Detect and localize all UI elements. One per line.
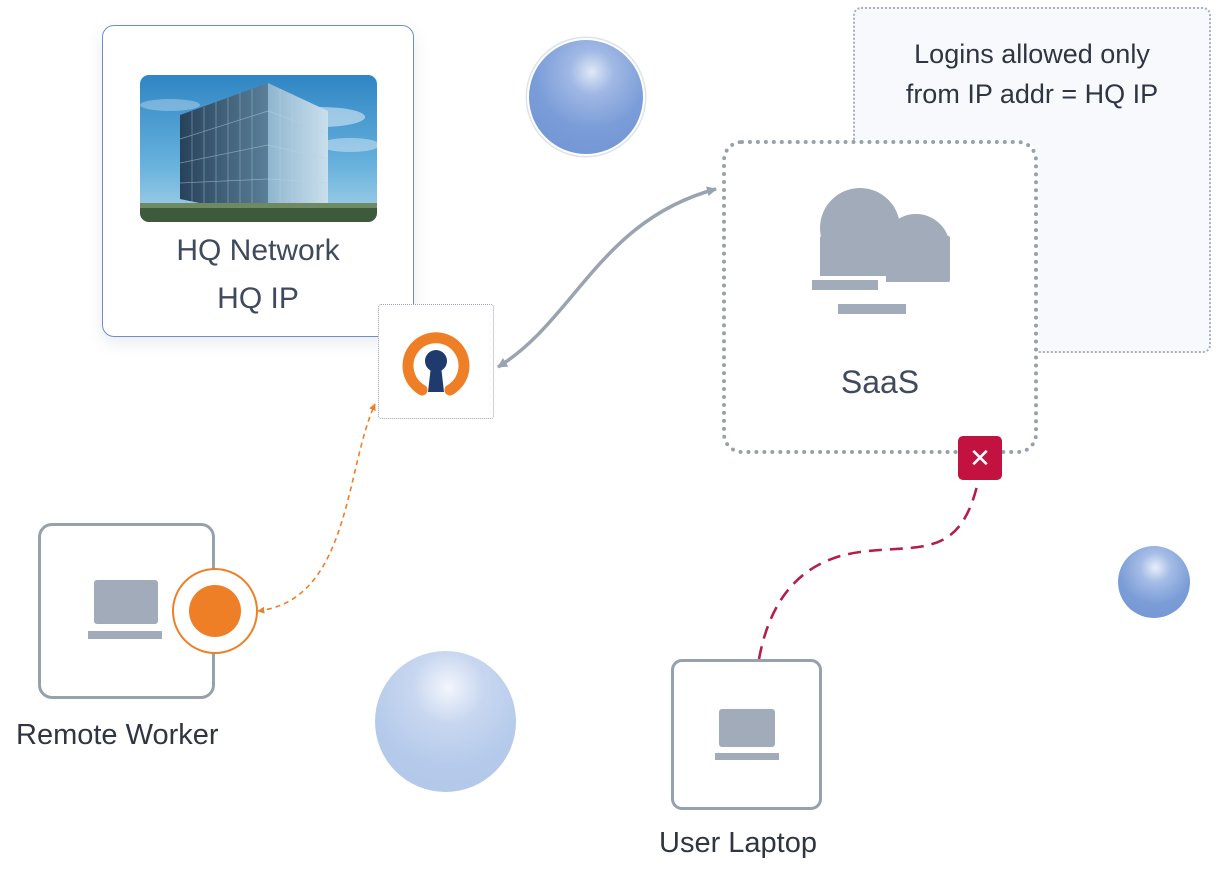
- vpn-client-dot-icon: [172, 568, 258, 654]
- laptop-icon: [715, 709, 779, 760]
- remote-worker-node[interactable]: [38, 523, 215, 699]
- saas-label: SaaS: [840, 364, 920, 400]
- vpn-to-saas-link: [497, 186, 717, 369]
- policy-note-line-2: from IP addr = HQ IP: [905, 79, 1159, 109]
- office-building-photo: [140, 75, 377, 222]
- cloud-icon: [812, 188, 950, 314]
- hq-network-title: HQ Network: [176, 234, 340, 267]
- laptop-icon: [88, 580, 162, 639]
- user-laptop-node[interactable]: [671, 659, 822, 810]
- saas-node[interactable]: SaaS: [722, 140, 1038, 454]
- hq-network-node[interactable]: HQ Network HQ IP: [102, 25, 414, 337]
- hq-network-ip: HQ IP: [217, 282, 299, 315]
- openvpn-icon: [402, 331, 469, 395]
- vpn-gateway-node[interactable]: [378, 304, 494, 419]
- decorative-orb: [529, 40, 643, 154]
- remote-to-vpn-link: [257, 403, 376, 614]
- policy-note-line-1: Logins allowed only: [914, 39, 1150, 69]
- x-icon: ✕: [958, 436, 1002, 480]
- remote-worker-label: Remote Worker: [16, 719, 219, 751]
- laptop-to-saas-blocked-link: [757, 481, 980, 660]
- decorative-orb: [375, 651, 516, 792]
- user-laptop-label: User Laptop: [659, 827, 817, 859]
- decorative-orb: [1118, 546, 1190, 618]
